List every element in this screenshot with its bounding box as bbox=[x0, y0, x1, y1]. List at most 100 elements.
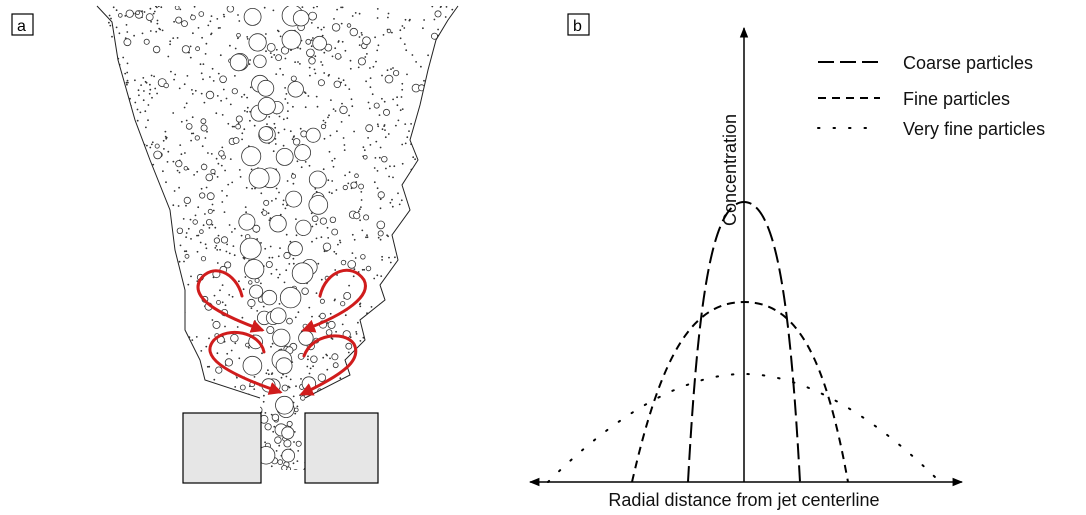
fine-particle bbox=[446, 278, 449, 281]
fine-particle bbox=[340, 6, 342, 9]
fine-particle bbox=[124, 143, 127, 146]
fine-particle bbox=[155, 341, 158, 344]
small-particle bbox=[283, 251, 291, 260]
fine-particle bbox=[179, 300, 182, 302]
fine-particle bbox=[461, 445, 463, 447]
fine-particle bbox=[292, 105, 294, 108]
fine-particle bbox=[427, 265, 429, 267]
fine-particle bbox=[107, 269, 110, 272]
small-particle bbox=[317, 373, 327, 382]
fine-particle bbox=[315, 95, 318, 98]
fine-particle bbox=[269, 245, 272, 248]
fine-particle bbox=[178, 87, 181, 90]
fine-particle bbox=[414, 174, 417, 177]
fine-particle bbox=[438, 184, 441, 187]
small-particle bbox=[207, 208, 213, 214]
fine-particle bbox=[130, 355, 133, 357]
fine-particle bbox=[293, 441, 295, 443]
small-particle bbox=[174, 6, 180, 10]
fine-particle bbox=[249, 119, 251, 122]
fine-particle bbox=[240, 96, 243, 98]
fine-particle bbox=[103, 172, 105, 175]
fine-particle bbox=[160, 220, 163, 222]
fine-particle bbox=[447, 94, 450, 96]
fine-particle bbox=[450, 25, 453, 27]
fine-particle bbox=[144, 211, 147, 214]
fine-particle bbox=[163, 420, 166, 423]
fine-particle bbox=[392, 98, 394, 101]
fine-particle bbox=[441, 412, 444, 415]
recirculation-arrows bbox=[196, 268, 367, 396]
small-particle bbox=[175, 160, 183, 168]
fine-particle bbox=[387, 235, 389, 238]
fine-particle bbox=[310, 39, 313, 41]
fine-particle bbox=[129, 154, 132, 157]
fine-particle bbox=[430, 359, 433, 361]
fine-particle bbox=[289, 378, 292, 381]
fine-particle bbox=[447, 391, 450, 394]
fine-particle bbox=[389, 261, 392, 264]
fine-particle bbox=[109, 326, 112, 329]
fine-particle bbox=[451, 173, 453, 176]
fine-particle bbox=[282, 144, 285, 147]
fine-particle bbox=[204, 213, 206, 215]
fine-particle bbox=[419, 381, 421, 384]
fine-particle bbox=[391, 447, 393, 449]
small-particle bbox=[327, 320, 336, 329]
small-particle bbox=[184, 253, 190, 259]
small-particle bbox=[152, 45, 161, 54]
fine-particle bbox=[205, 345, 208, 348]
fine-particle bbox=[442, 76, 445, 78]
small-particle bbox=[382, 108, 390, 116]
fine-particle bbox=[112, 6, 115, 9]
fine-particle bbox=[156, 408, 159, 411]
fine-particle bbox=[113, 170, 115, 173]
fine-particle bbox=[391, 31, 393, 34]
fine-particle bbox=[148, 92, 151, 95]
fine-particle bbox=[166, 161, 169, 163]
fine-particle bbox=[129, 195, 132, 197]
fine-particle bbox=[431, 449, 434, 451]
fine-particle bbox=[366, 53, 368, 55]
fine-particle bbox=[138, 402, 141, 405]
fine-particle bbox=[137, 212, 140, 215]
small-particle bbox=[200, 124, 208, 132]
fine-particle bbox=[120, 281, 123, 284]
coarse-particle bbox=[248, 33, 267, 52]
fine-particle bbox=[428, 398, 430, 401]
fine-particle bbox=[390, 352, 393, 355]
small-particle bbox=[342, 184, 348, 191]
fine-particle bbox=[417, 358, 420, 361]
fine-particle bbox=[399, 467, 401, 470]
fine-particle bbox=[378, 156, 381, 159]
fine-particle bbox=[449, 246, 451, 249]
fine-particle bbox=[108, 14, 111, 17]
fine-particle bbox=[292, 395, 295, 398]
fine-particle bbox=[404, 296, 406, 299]
fine-particle bbox=[239, 176, 242, 178]
fine-particle bbox=[454, 124, 457, 126]
fine-particle bbox=[398, 203, 401, 206]
fine-particle bbox=[411, 460, 414, 462]
fine-particle bbox=[147, 334, 150, 336]
fine-particle bbox=[148, 220, 151, 223]
fine-particle bbox=[167, 407, 170, 409]
small-particle bbox=[195, 46, 201, 52]
fine-particle bbox=[234, 75, 236, 77]
fine-particle bbox=[160, 420, 163, 423]
legend-item-very-fine: Very fine particles bbox=[817, 119, 1045, 139]
fine-particle bbox=[278, 273, 281, 276]
fine-particle bbox=[399, 29, 402, 32]
fine-particle bbox=[339, 239, 341, 242]
fine-particle bbox=[101, 190, 104, 193]
fine-particle bbox=[136, 213, 139, 215]
fine-particle bbox=[453, 207, 455, 210]
fine-particle bbox=[185, 359, 188, 362]
small-particle bbox=[347, 260, 357, 269]
fine-particle bbox=[336, 8, 338, 11]
fine-particle bbox=[456, 247, 458, 250]
fine-particle bbox=[376, 49, 379, 52]
fine-particle bbox=[99, 420, 101, 422]
fine-particle bbox=[274, 138, 277, 140]
small-particle bbox=[373, 102, 380, 109]
